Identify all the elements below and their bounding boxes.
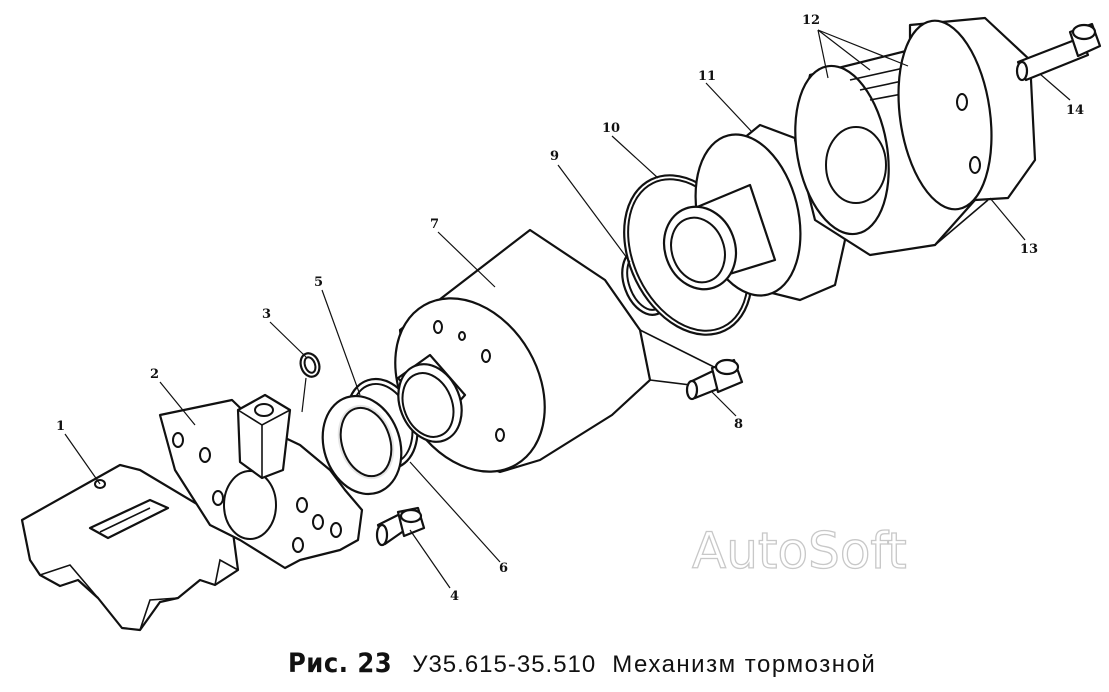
callout-8: 8 (734, 417, 743, 432)
figure-title: Механизм тормозной (612, 651, 877, 678)
callout-14: 14 (1066, 103, 1084, 118)
watermark: AutoSoft (692, 522, 907, 580)
callout-3: 3 (262, 307, 271, 322)
callout-4: 4 (450, 589, 459, 604)
part-2-bracket (158, 393, 364, 570)
part-14-bolt (1015, 22, 1102, 82)
part-6-seal (321, 394, 403, 496)
callout-6: 6 (499, 561, 508, 576)
part-1-base-plate (20, 463, 240, 632)
callout-11: 11 (698, 69, 716, 84)
part-8-bolt (685, 358, 744, 401)
callout-1: 1 (56, 419, 65, 434)
callouts: 1 2 3 4 5 6 7 8 9 10 11 12 13 14 (56, 13, 1084, 604)
callout-12: 12 (802, 13, 820, 28)
part-7-housing (394, 228, 721, 474)
part-number: У35.615-35.510 (412, 651, 597, 678)
callout-2: 2 (150, 367, 159, 382)
part-4-plug (375, 506, 426, 547)
callout-10: 10 (602, 121, 620, 136)
leader-lines (64, 29, 1071, 589)
callout-9: 9 (550, 149, 559, 164)
callout-7: 7 (430, 217, 439, 232)
figure-label: Рис. 23 (288, 648, 393, 679)
callout-13: 13 (1020, 242, 1038, 257)
callout-5: 5 (314, 275, 323, 290)
figure-caption: Рис. 23 У35.615-35.510 Механизм тормозной (288, 648, 876, 679)
part-end-cap (897, 16, 1037, 211)
part-3-oring (299, 352, 321, 413)
